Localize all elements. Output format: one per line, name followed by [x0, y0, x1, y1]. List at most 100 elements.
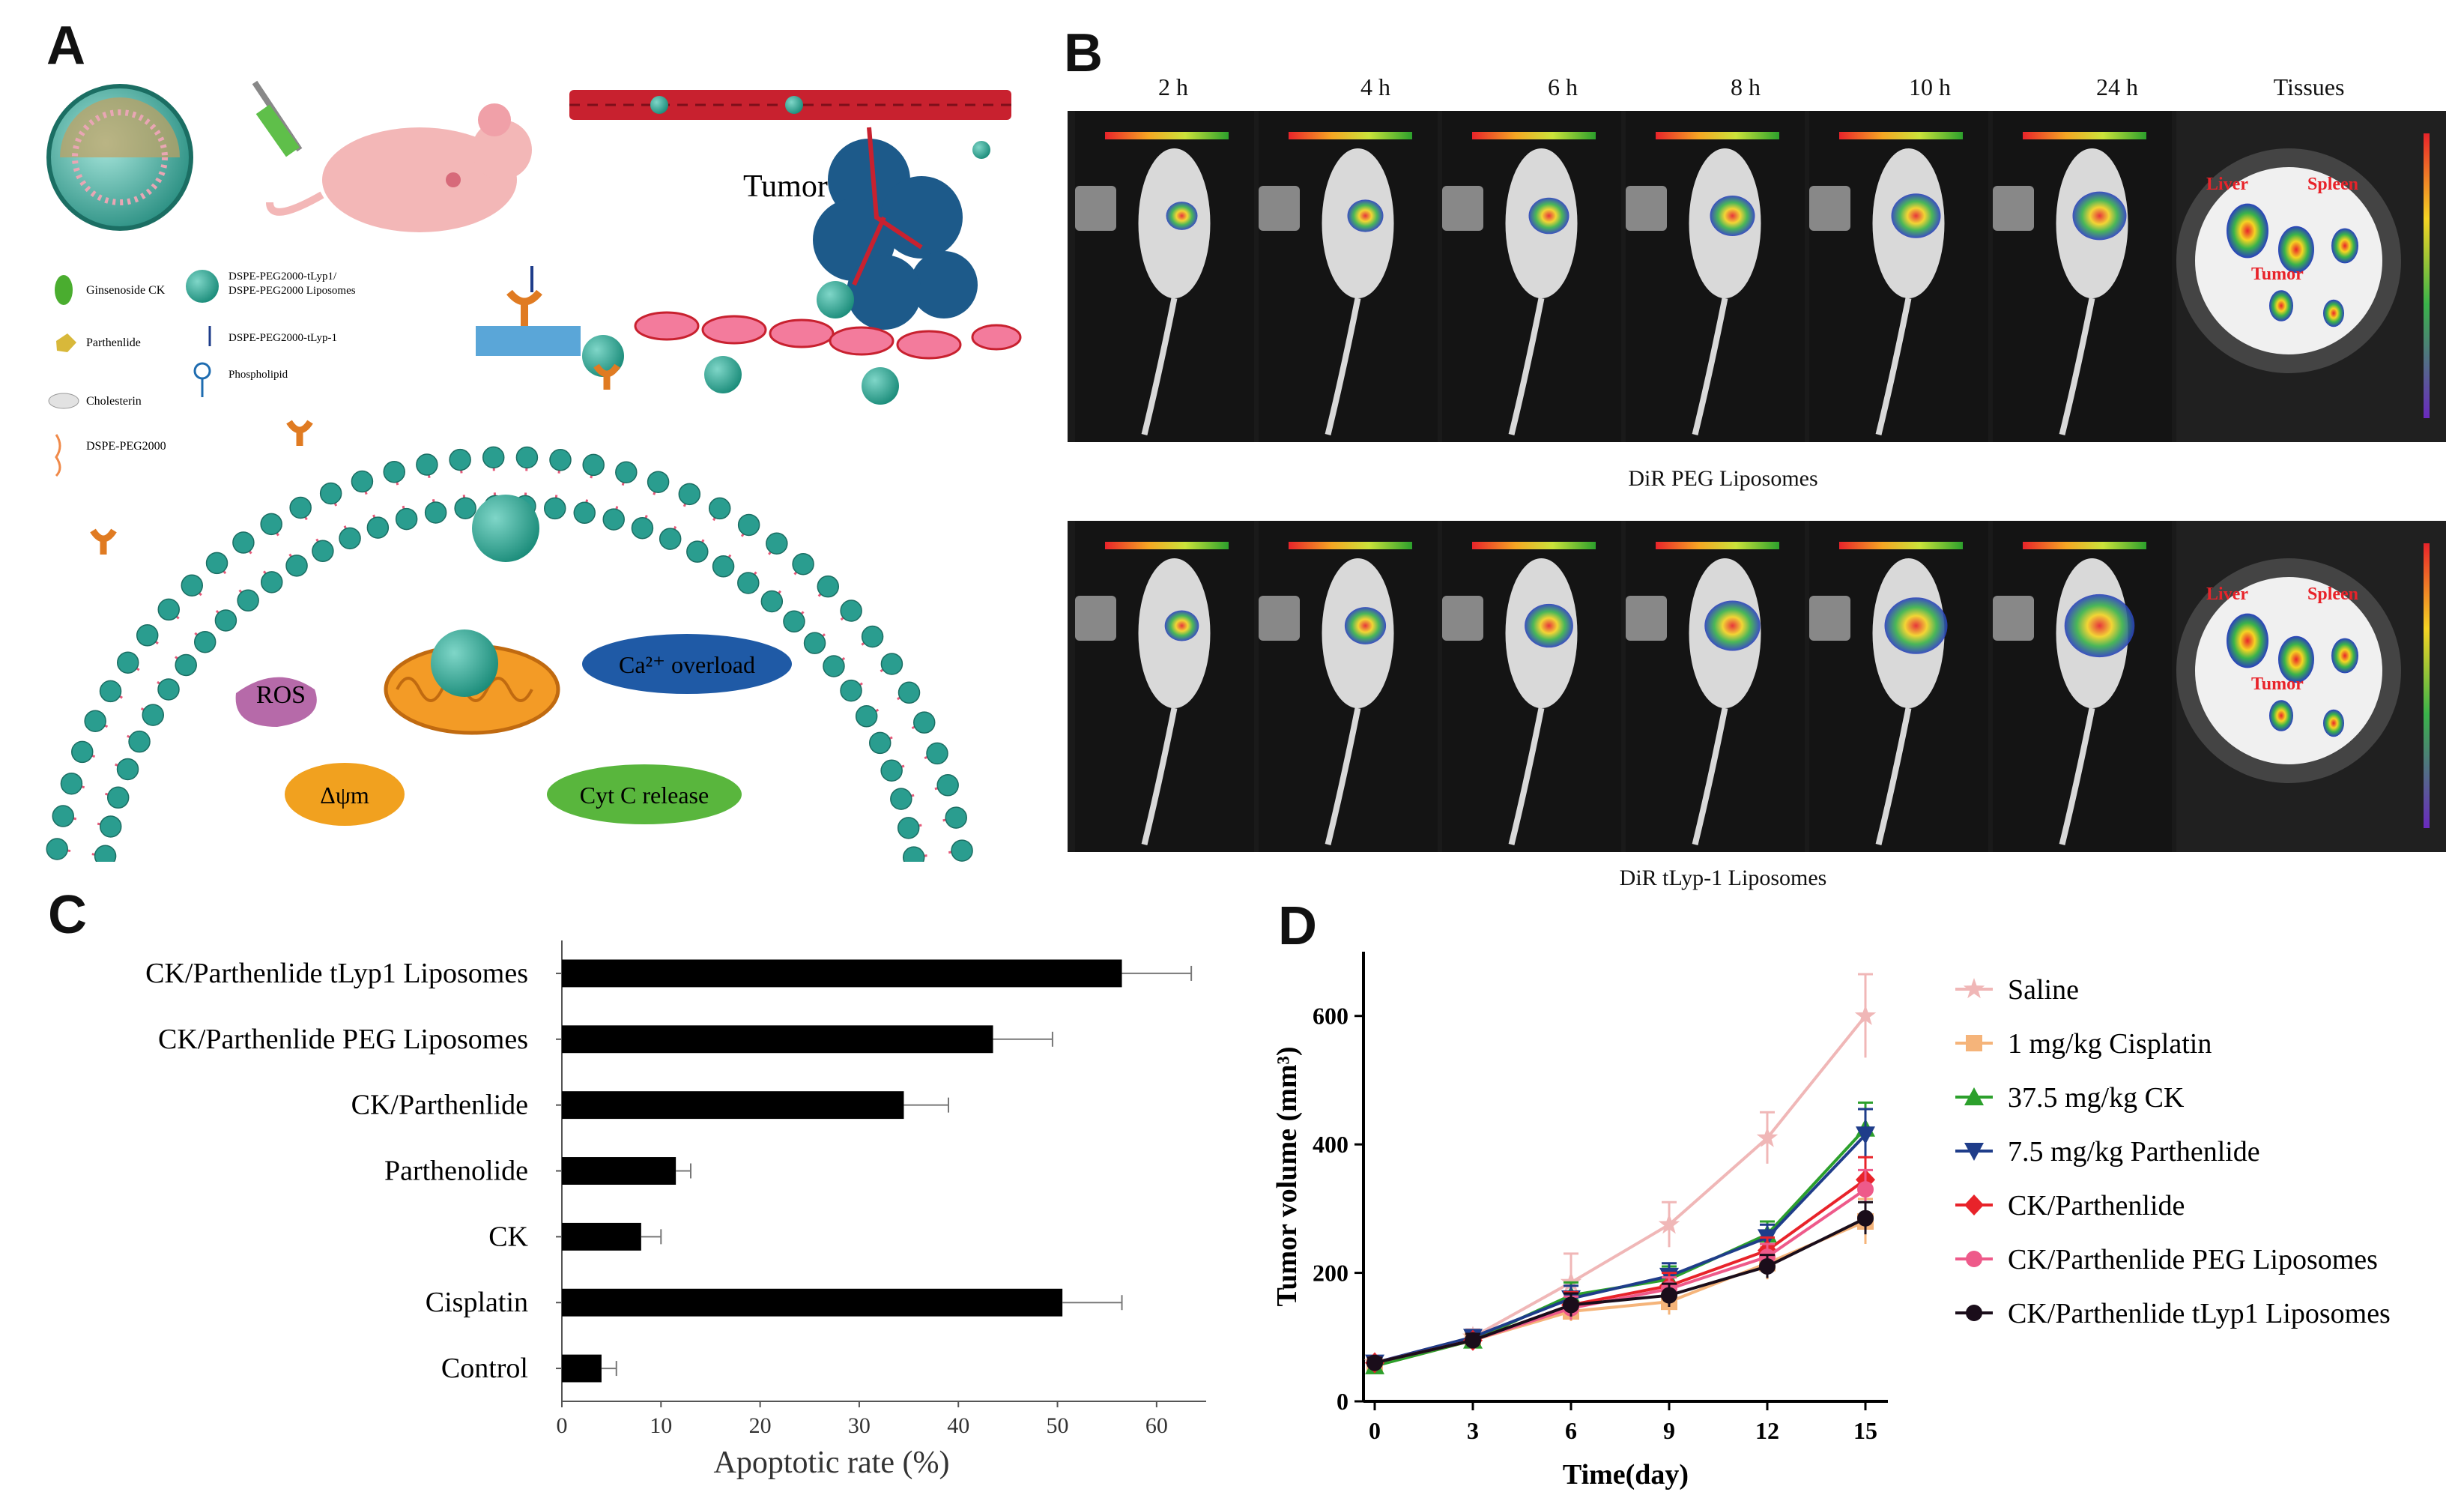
ros-label: ROS	[256, 681, 306, 709]
scale-bar	[1472, 542, 1596, 549]
organ-signal	[2269, 290, 2293, 321]
delta-psi-label: Δψm	[320, 782, 369, 809]
x-tick-label-3: 30	[848, 1413, 871, 1438]
cell-membrane	[46, 363, 973, 862]
mouse-tail	[1875, 707, 1912, 845]
x-tick-label-0: 0	[557, 1413, 568, 1438]
organ-signal	[2323, 709, 2344, 737]
scale-bar	[1656, 132, 1779, 139]
fluorescence-signal	[1347, 199, 1384, 232]
scale-bar	[1839, 132, 1963, 139]
bar-1	[562, 1025, 993, 1054]
series-line-0	[1374, 1015, 1867, 1365]
mouse-frame-peg-1	[1075, 111, 1254, 442]
series-0-point-4	[1756, 1126, 1779, 1147]
bar-5	[562, 1288, 1063, 1317]
mouse-illustration	[266, 103, 532, 232]
series-line-6	[1374, 1216, 1866, 1365]
organ-signal	[2278, 635, 2314, 683]
cup-icon	[1809, 596, 1850, 641]
mouse-tail	[2059, 707, 2095, 845]
mouse-tail	[1325, 298, 1361, 435]
legend-parthenlide: Parthenlide	[86, 336, 141, 349]
scale-bar	[1289, 132, 1412, 139]
mouse-frame-peg-3	[1442, 111, 1621, 442]
y-tick-label-0: 0	[1337, 1388, 1348, 1415]
organ-signal	[2227, 613, 2268, 668]
fluorescence-signal	[1525, 603, 1573, 648]
legend-label-3: 7.5 mg/kg Parthenlide	[2008, 1136, 2260, 1168]
membrane-receptor	[90, 528, 117, 555]
organ-signal	[2269, 700, 2293, 731]
y-axis-title: Tumor volume (mm³)	[1271, 1046, 1303, 1306]
y-tick-label-3: 600	[1313, 1003, 1348, 1030]
fluorescence-signal	[2072, 191, 2127, 241]
x-tick-label-2: 20	[749, 1413, 772, 1438]
mouse-tail	[1875, 298, 1912, 435]
scale-bar	[1105, 542, 1229, 549]
cup-icon	[1259, 596, 1300, 641]
organ-signal	[2331, 228, 2358, 264]
legend-marker-3	[1964, 1143, 1984, 1161]
cup-icon	[1809, 186, 1850, 231]
legend-liposomes-line2: DSPE-PEG2000 Liposomes	[228, 285, 356, 297]
series-3-point-5	[1856, 1126, 1875, 1145]
organ-label-tumor: Tumor	[2251, 265, 2304, 284]
mouse-frame-peg-6	[1993, 111, 2172, 442]
caption-peg: DiR PEG Liposomes	[1628, 466, 1818, 491]
x-tick-label-3: 9	[1663, 1417, 1675, 1444]
receptor-block	[476, 266, 581, 356]
legend-cholesterin: Cholesterin	[86, 395, 142, 408]
membrane-receptor	[593, 363, 620, 390]
scale-bar	[2023, 132, 2146, 139]
panel-letter-d: D	[1278, 896, 1317, 956]
series-6-point-1	[1465, 1332, 1481, 1349]
legend-phospholipid: Phospholipid	[228, 369, 288, 381]
mouse-tail	[1692, 707, 1728, 845]
series-0-point-5	[1854, 1004, 1877, 1025]
mouse-tail	[1692, 298, 1728, 435]
mouse-tail	[1325, 707, 1361, 845]
mitochondrion-illustration	[384, 629, 560, 735]
legend-marker-1	[1966, 1035, 1982, 1051]
organ-label-tumor: Tumor	[2251, 674, 2304, 694]
fluorescence-signal	[1891, 193, 1941, 238]
legend-marker-6	[1966, 1305, 1982, 1321]
series-5-point-5	[1857, 1181, 1874, 1198]
liposome-illustration	[46, 84, 193, 231]
scale-bar	[1289, 542, 1412, 549]
ca-overload-badge: Ca²⁺ overload	[582, 634, 792, 694]
bar-6	[562, 1354, 602, 1383]
time-label-24h: 24 h	[2096, 73, 2138, 100]
syringe-icon	[252, 80, 303, 157]
scale-bar	[1472, 132, 1596, 139]
scale-bar	[1839, 542, 1963, 549]
organ-signal	[2323, 299, 2344, 327]
cup-icon	[1442, 186, 1483, 231]
category-label-6: Control	[441, 1353, 528, 1384]
cup-icon	[1993, 186, 2034, 231]
category-label-5: Cisplatin	[426, 1287, 528, 1318]
mouse-frame-peg-5	[1809, 111, 1988, 442]
category-label-1: CK/Parthenlide PEG Liposomes	[158, 1024, 528, 1055]
panel-letter-b: B	[1064, 23, 1103, 83]
series-6-point-4	[1759, 1258, 1776, 1275]
series-6-point-5	[1857, 1209, 1874, 1227]
organ-label-spleen: Spleen	[2307, 585, 2358, 604]
series-3	[1365, 1108, 1875, 1373]
time-label-4h: 4 h	[1360, 73, 1390, 100]
mouse-frame-tlyp1-6	[1993, 521, 2172, 852]
mouse-tail	[1508, 707, 1545, 845]
blood-vessel-illustration	[569, 90, 1011, 120]
panel-letter-c: C	[48, 885, 87, 945]
component-legend: Ginsenoside CK DSPE-PEG2000-tLyp1/ DSPE-…	[48, 270, 356, 477]
scale-bar	[1105, 132, 1229, 139]
legend-liposomes-line1: DSPE-PEG2000-tLyp1/	[228, 271, 337, 283]
organ-signal	[2227, 203, 2268, 259]
x-tick-label-5: 50	[1047, 1413, 1069, 1438]
cup-icon	[1626, 186, 1667, 231]
